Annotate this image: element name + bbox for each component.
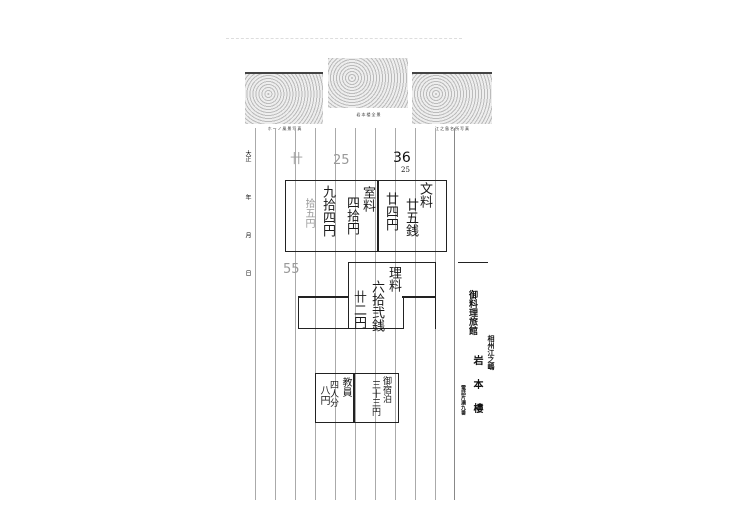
header-photo-right (412, 72, 492, 124)
letterhead-place: 相州江之嶋 (487, 335, 496, 370)
month-label: 月 (244, 232, 251, 238)
handwritten-col: 六拾弐銭 (369, 280, 384, 332)
letterhead-name: 岩本樓 (471, 355, 482, 427)
pencil-note: 卄 (290, 152, 304, 167)
box-2-edge (402, 296, 435, 298)
handwritten-box-3 (315, 373, 399, 423)
handwritten-col: 拾五円 (303, 198, 314, 228)
header-photo-center (328, 58, 408, 108)
handwritten-col: 卄二円 (351, 290, 366, 329)
handwritten-box-2 (348, 262, 436, 329)
letterhead-phone: 電話片瀬九番 (460, 385, 466, 415)
handwritten-box-1 (285, 180, 447, 252)
document-sheet (226, 38, 462, 507)
handwritten-col: 廿四円 (383, 192, 398, 231)
pencil-note: 25 (333, 153, 350, 168)
handwritten-col: 九拾四円 (320, 185, 335, 237)
letterhead-type: 御料理旅館 (467, 290, 477, 335)
handwritten-col: 室料 (360, 186, 375, 212)
year-label: 年 (244, 194, 251, 200)
handwritten-col: 八円 (318, 385, 329, 405)
pencil-note: 55 (283, 262, 300, 277)
pencil-note: 36 (393, 150, 411, 166)
handwritten-col: 文料 (417, 182, 432, 208)
header-caption-center: 岩本楼全景 (356, 112, 382, 117)
day-label: 日 (244, 270, 251, 276)
pencil-note: 25 (401, 166, 410, 174)
box-divider (353, 374, 355, 422)
handwritten-box-2-lower (298, 296, 404, 329)
header-caption-left: ホーノ風景写真 (267, 126, 303, 131)
box-divider (377, 181, 379, 251)
handwritten-col: 四人分 (328, 380, 338, 407)
handwritten-col: 四拾円 (344, 196, 359, 235)
box-2-edge (298, 296, 348, 298)
letterhead-rule (458, 262, 488, 263)
handwritten-col: 三十三円 (370, 380, 380, 416)
header-caption-right: 江之島名所写真 (435, 126, 470, 131)
era: 大正 (244, 150, 251, 162)
header-photo-left (245, 72, 323, 124)
handwritten-col: 御宿泊 (381, 376, 391, 403)
handwritten-col: 廿五銭 (403, 198, 418, 237)
handwritten-col: 教員 (340, 377, 351, 397)
handwritten-col: 理料 (386, 266, 401, 292)
date-line: 大正 年 月 日 (243, 150, 251, 276)
